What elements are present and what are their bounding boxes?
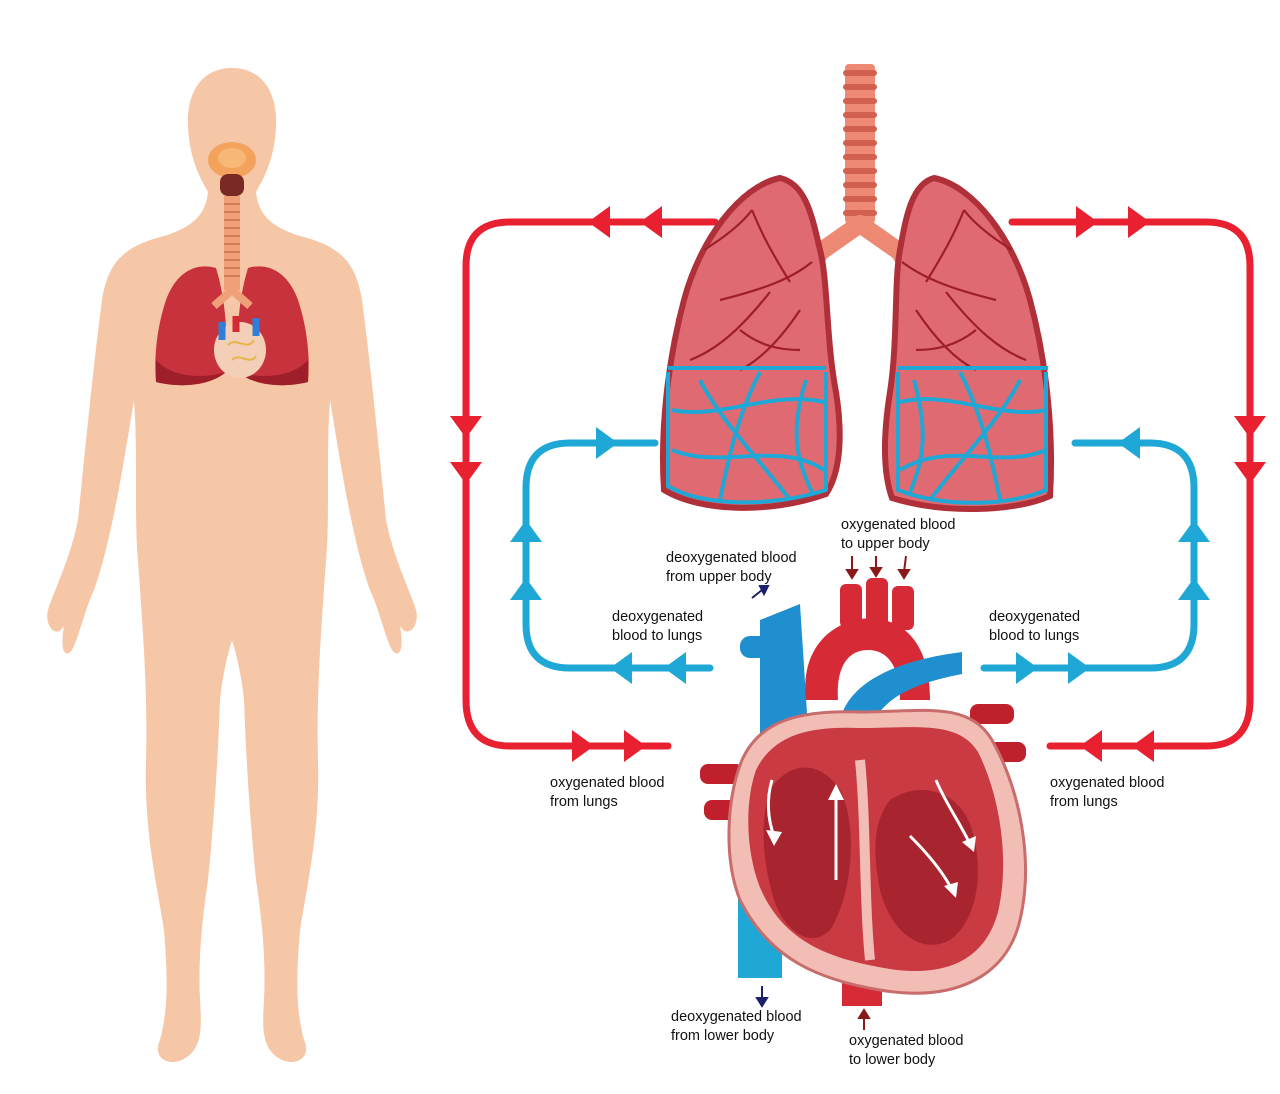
heart-chamber-right [875, 790, 978, 945]
larynx [220, 174, 244, 196]
label-line: to lower body [849, 1052, 936, 1068]
red-arrow-bottom-left-1 [572, 730, 594, 762]
label-oxygenated-blood-from-lungs-left: oxygenated blood from lungs [550, 774, 665, 812]
label-line: deoxygenated [989, 609, 1081, 625]
label-deoxygenated-blood-from-upper-body: deoxygenated blood from upper body [666, 549, 797, 587]
blue-arrow-left-up-2 [510, 578, 542, 600]
red-arrow-bottom-left-2 [624, 730, 646, 762]
aorta-branch-2 [866, 578, 888, 628]
blue-arrow-right-up-2 [1178, 578, 1210, 600]
pointer-oxy-upper-1-head [845, 569, 859, 580]
label-pointers [845, 555, 911, 1030]
blue-flow-arrows [510, 427, 1210, 684]
red-arrow-left-down-2 [450, 462, 482, 484]
body-heart-detail [227, 339, 257, 361]
red-arrow-right-down-1 [1234, 416, 1266, 438]
svc-branch [740, 636, 776, 658]
oxygenated-circuit [462, 218, 1254, 750]
label-line: oxygenated blood [849, 1033, 964, 1049]
blue-arrow-bottom-right-1 [1016, 652, 1038, 684]
body-heart-vessels [218, 318, 260, 340]
label-line: blood to lungs [612, 628, 703, 644]
pulmonary-vein-left-1 [700, 764, 744, 784]
label-line: deoxygenated blood [666, 550, 797, 566]
left-red-loop [462, 218, 719, 750]
nasal-cavity-inner [218, 148, 246, 168]
deoxygenated-circuit [522, 439, 1198, 672]
human-body-figure [47, 68, 417, 1062]
red-arrow-top-left-1 [588, 206, 610, 238]
right-red-loop [1008, 218, 1254, 750]
blue-arrow-top-right [1118, 427, 1140, 459]
blue-arrow-bottom-right-2 [1068, 652, 1090, 684]
label-line: oxygenated blood [841, 517, 956, 533]
pointer-oxy-upper-3-head [897, 569, 911, 580]
body-bronchi [211, 287, 253, 309]
pointer-deoxy-lower-head [755, 997, 769, 1008]
heart-chamber-left [763, 767, 851, 939]
label-deoxygenated-blood-to-lungs-right: deoxygenated blood to lungs [989, 608, 1080, 646]
blue-arrow-bottom-left-1 [610, 652, 632, 684]
red-arrow-top-left-2 [640, 206, 662, 238]
label-line: from lower body [671, 1028, 775, 1044]
aorta-branch-3 [892, 586, 914, 630]
label-line: oxygenated blood [1050, 775, 1165, 791]
label-line: to upper body [841, 536, 930, 552]
red-arrow-right-down-2 [1234, 462, 1266, 484]
pointer-deoxy-upper [751, 589, 763, 599]
blue-arrow-top-left [596, 427, 618, 459]
body-left-lung [155, 266, 227, 386]
aorta-branch-1 [840, 584, 862, 628]
lung-red-vessels [689, 209, 1027, 371]
label-line: deoxygenated blood [671, 1009, 802, 1025]
label-deoxygenated-blood-to-lungs-left: deoxygenated blood to lungs [612, 608, 703, 646]
right-lung [882, 174, 1054, 513]
body-left-lung-lower [156, 360, 226, 386]
body-right-lung-lower [238, 360, 308, 386]
label-line: from lungs [550, 794, 618, 810]
label-line: blood to lungs [989, 628, 1080, 644]
lungs-illustration [660, 64, 1054, 513]
lung-blue-vessels [666, 366, 1048, 505]
heart-illustration [700, 578, 1027, 1006]
blue-arrow-right-up-1 [1178, 520, 1210, 542]
label-deoxygenated-blood-from-lower-body: deoxygenated blood from lower body [671, 1008, 802, 1046]
trachea [843, 64, 877, 224]
body-silhouette [47, 68, 417, 1062]
label-oxygenated-blood-to-upper-body: oxygenated blood to upper body [841, 516, 956, 554]
left-blue-loop [522, 439, 714, 672]
pointer-deoxy-upper-head [758, 585, 770, 597]
red-flow-arrows [450, 206, 1266, 762]
red-arrow-bottom-right-2 [1132, 730, 1154, 762]
red-arrow-top-right-2 [1128, 206, 1150, 238]
red-arrow-left-down-1 [450, 416, 482, 438]
label-line: oxygenated blood [550, 775, 665, 791]
blue-arrow-left-up-1 [510, 520, 542, 542]
label-line: deoxygenated [612, 609, 704, 625]
label-oxygenated-blood-to-lower-body: oxygenated blood to lower body [849, 1032, 964, 1070]
pulmonary-vein-right-1 [970, 704, 1014, 724]
red-arrow-bottom-right-1 [1080, 730, 1102, 762]
label-line: from lungs [1050, 794, 1118, 810]
heart-internal-arrowheads [766, 784, 976, 898]
body-trachea [224, 196, 240, 290]
blue-arrow-bottom-left-2 [664, 652, 686, 684]
heart-septum [855, 759, 875, 961]
label-pointers-deoxy [751, 585, 770, 1008]
pointer-oxy-upper-2-head [869, 567, 883, 578]
label-oxygenated-blood-from-lungs-right: oxygenated blood from lungs [1050, 774, 1165, 812]
right-blue-loop [980, 439, 1198, 672]
left-lung [660, 174, 843, 511]
label-line: from upper body [666, 569, 772, 585]
pointer-oxy-lower-head [857, 1008, 871, 1019]
red-arrow-top-right-1 [1076, 206, 1098, 238]
